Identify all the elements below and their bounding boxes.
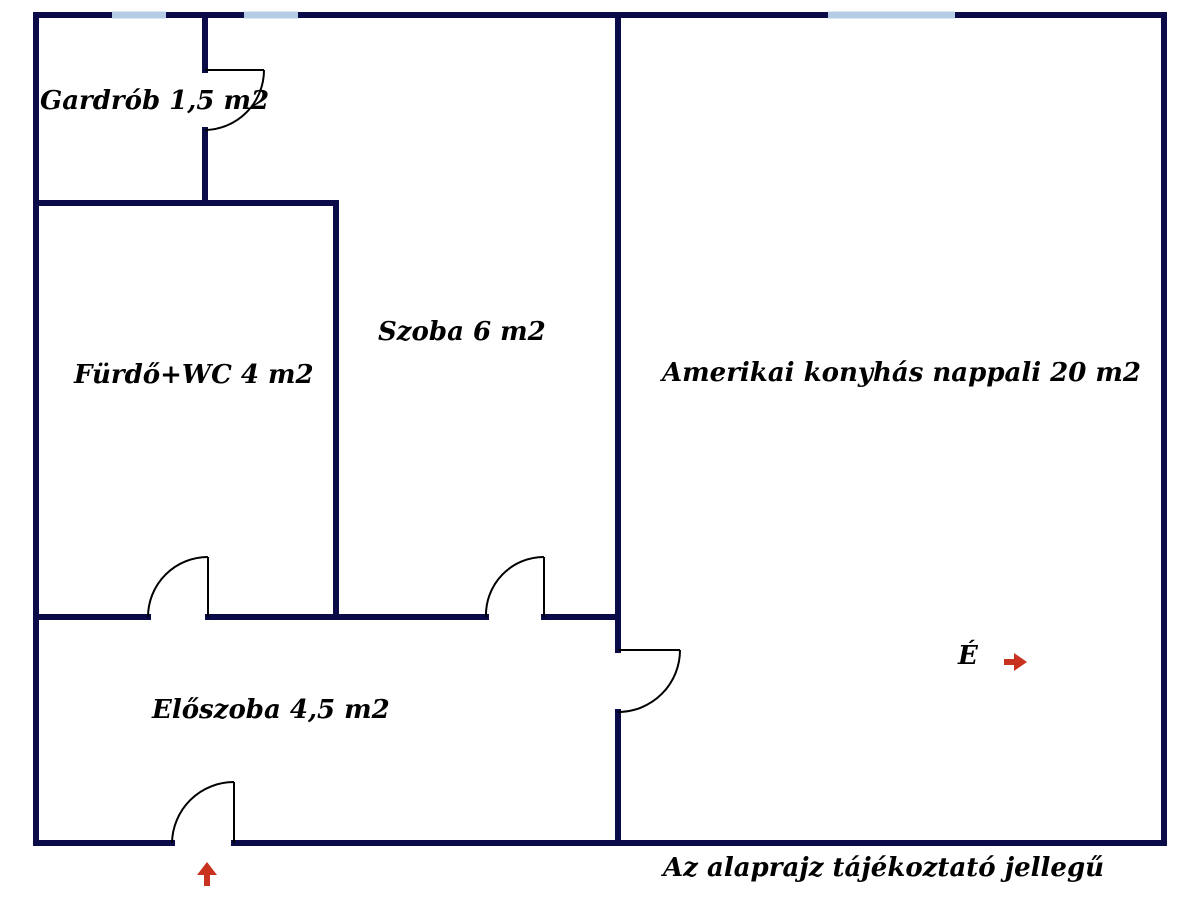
interior-walls xyxy=(33,12,621,846)
room-label-furdo: Fürdő+WC 4 m2 xyxy=(73,360,314,390)
outer-walls xyxy=(33,12,1167,846)
compass-label: É xyxy=(957,639,979,671)
door-living-room xyxy=(617,649,681,713)
door-room xyxy=(484,556,545,618)
room-label-nappali: Amerikai konyhás nappali 20 m2 xyxy=(659,358,1141,388)
room-label-gardrob: Gardrób 1,5 m2 xyxy=(40,86,269,116)
door-bathroom xyxy=(147,556,209,618)
disclaimer-text: Az alaprajz tájékoztató jellegű xyxy=(660,853,1104,883)
door-entrance xyxy=(171,781,235,844)
entrance-arrow-icon xyxy=(197,862,217,886)
room-label-szoba: Szoba 6 m2 xyxy=(378,317,546,347)
north-arrow-icon xyxy=(1004,653,1027,671)
room-label-eloszoba: Előszoba 4,5 m2 xyxy=(151,695,390,725)
doors xyxy=(147,69,681,844)
door-wardrobe xyxy=(204,69,265,131)
